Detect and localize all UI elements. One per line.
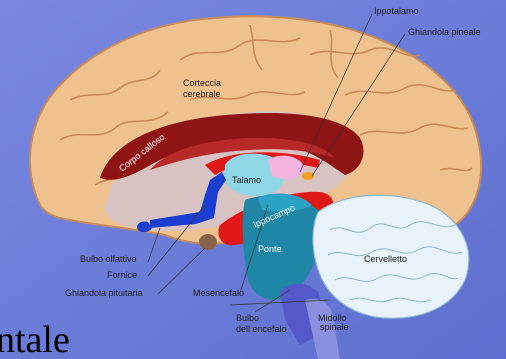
label-bulbo-olfattivo: Bulbo olfattivo xyxy=(80,254,137,264)
label-corteccia-1: Corteccia xyxy=(183,78,221,88)
label-mesencefalo: Mesencefalo xyxy=(193,288,244,298)
label-bulbo-encefalo-2: dell encefalo xyxy=(236,324,287,334)
label-ipotalamo: Ippotalamo xyxy=(374,6,419,16)
label-midollo-2: spinale xyxy=(320,322,349,332)
label-bulbo-encefalo-1: Bulbo xyxy=(236,313,259,323)
label-talamo: Talamo xyxy=(232,175,261,185)
label-corteccia-2: cerebrale xyxy=(183,89,221,99)
label-ponte: Ponte xyxy=(258,244,282,254)
label-cervelletto: Cervelletto xyxy=(364,254,407,264)
label-ghiandola-pineale: Ghiandola pineale xyxy=(408,27,481,37)
label-fornice: Fornice xyxy=(107,270,137,280)
label-ghiandola-pituitaria: Ghiandola pituitaria xyxy=(65,288,143,298)
pituitary xyxy=(199,234,217,250)
overlay-text: ntale xyxy=(0,319,70,359)
